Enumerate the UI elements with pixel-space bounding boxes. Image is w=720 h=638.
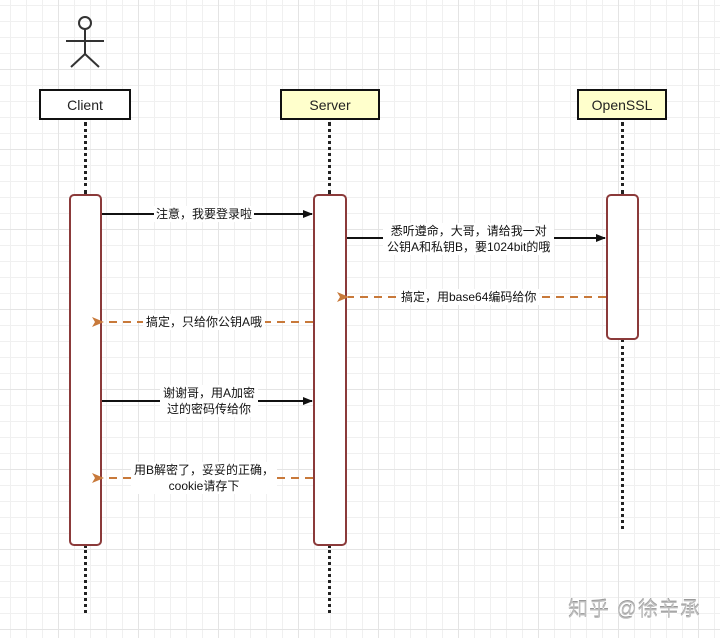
- client-lifeline-bottom: [84, 545, 87, 613]
- server-lifeline-bottom: [328, 545, 331, 613]
- participant-server-label: Server: [309, 96, 351, 113]
- message-3-label: 搞定，用base64编码给你: [398, 289, 540, 305]
- participant-client-label: Client: [67, 96, 103, 113]
- message-2-label: 悉听遵命，大哥，请给我一对 公钥A和私钥B，要1024bit的哦: [383, 223, 555, 255]
- message-5-label: 谢谢哥，用A加密 过的密码传给你: [160, 385, 259, 417]
- watermark: 知乎 @徐辛承: [568, 599, 701, 621]
- openssl-activation-box[interactable]: [606, 194, 639, 340]
- openssl-lifeline-top: [621, 122, 624, 194]
- client-lifeline-top: [84, 122, 87, 194]
- message-4-label: 搞定，只给你公钥A哦: [143, 314, 266, 330]
- participant-server[interactable]: Server: [280, 89, 380, 120]
- participant-client[interactable]: Client: [39, 89, 131, 120]
- openssl-lifeline-bottom: [621, 339, 624, 529]
- server-activation-box[interactable]: [313, 194, 347, 546]
- server-lifeline-top: [328, 122, 331, 194]
- participant-openssl-label: OpenSSL: [591, 96, 653, 113]
- message-6-label: 用B解密了，妥妥的正确， cookie请存下: [131, 462, 278, 494]
- client-activation-box[interactable]: [69, 194, 102, 546]
- message-1-label: 注意，我要登录啦: [154, 206, 255, 222]
- participant-openssl[interactable]: OpenSSL: [577, 89, 667, 120]
- actor-stick-figure-icon: [66, 16, 104, 68]
